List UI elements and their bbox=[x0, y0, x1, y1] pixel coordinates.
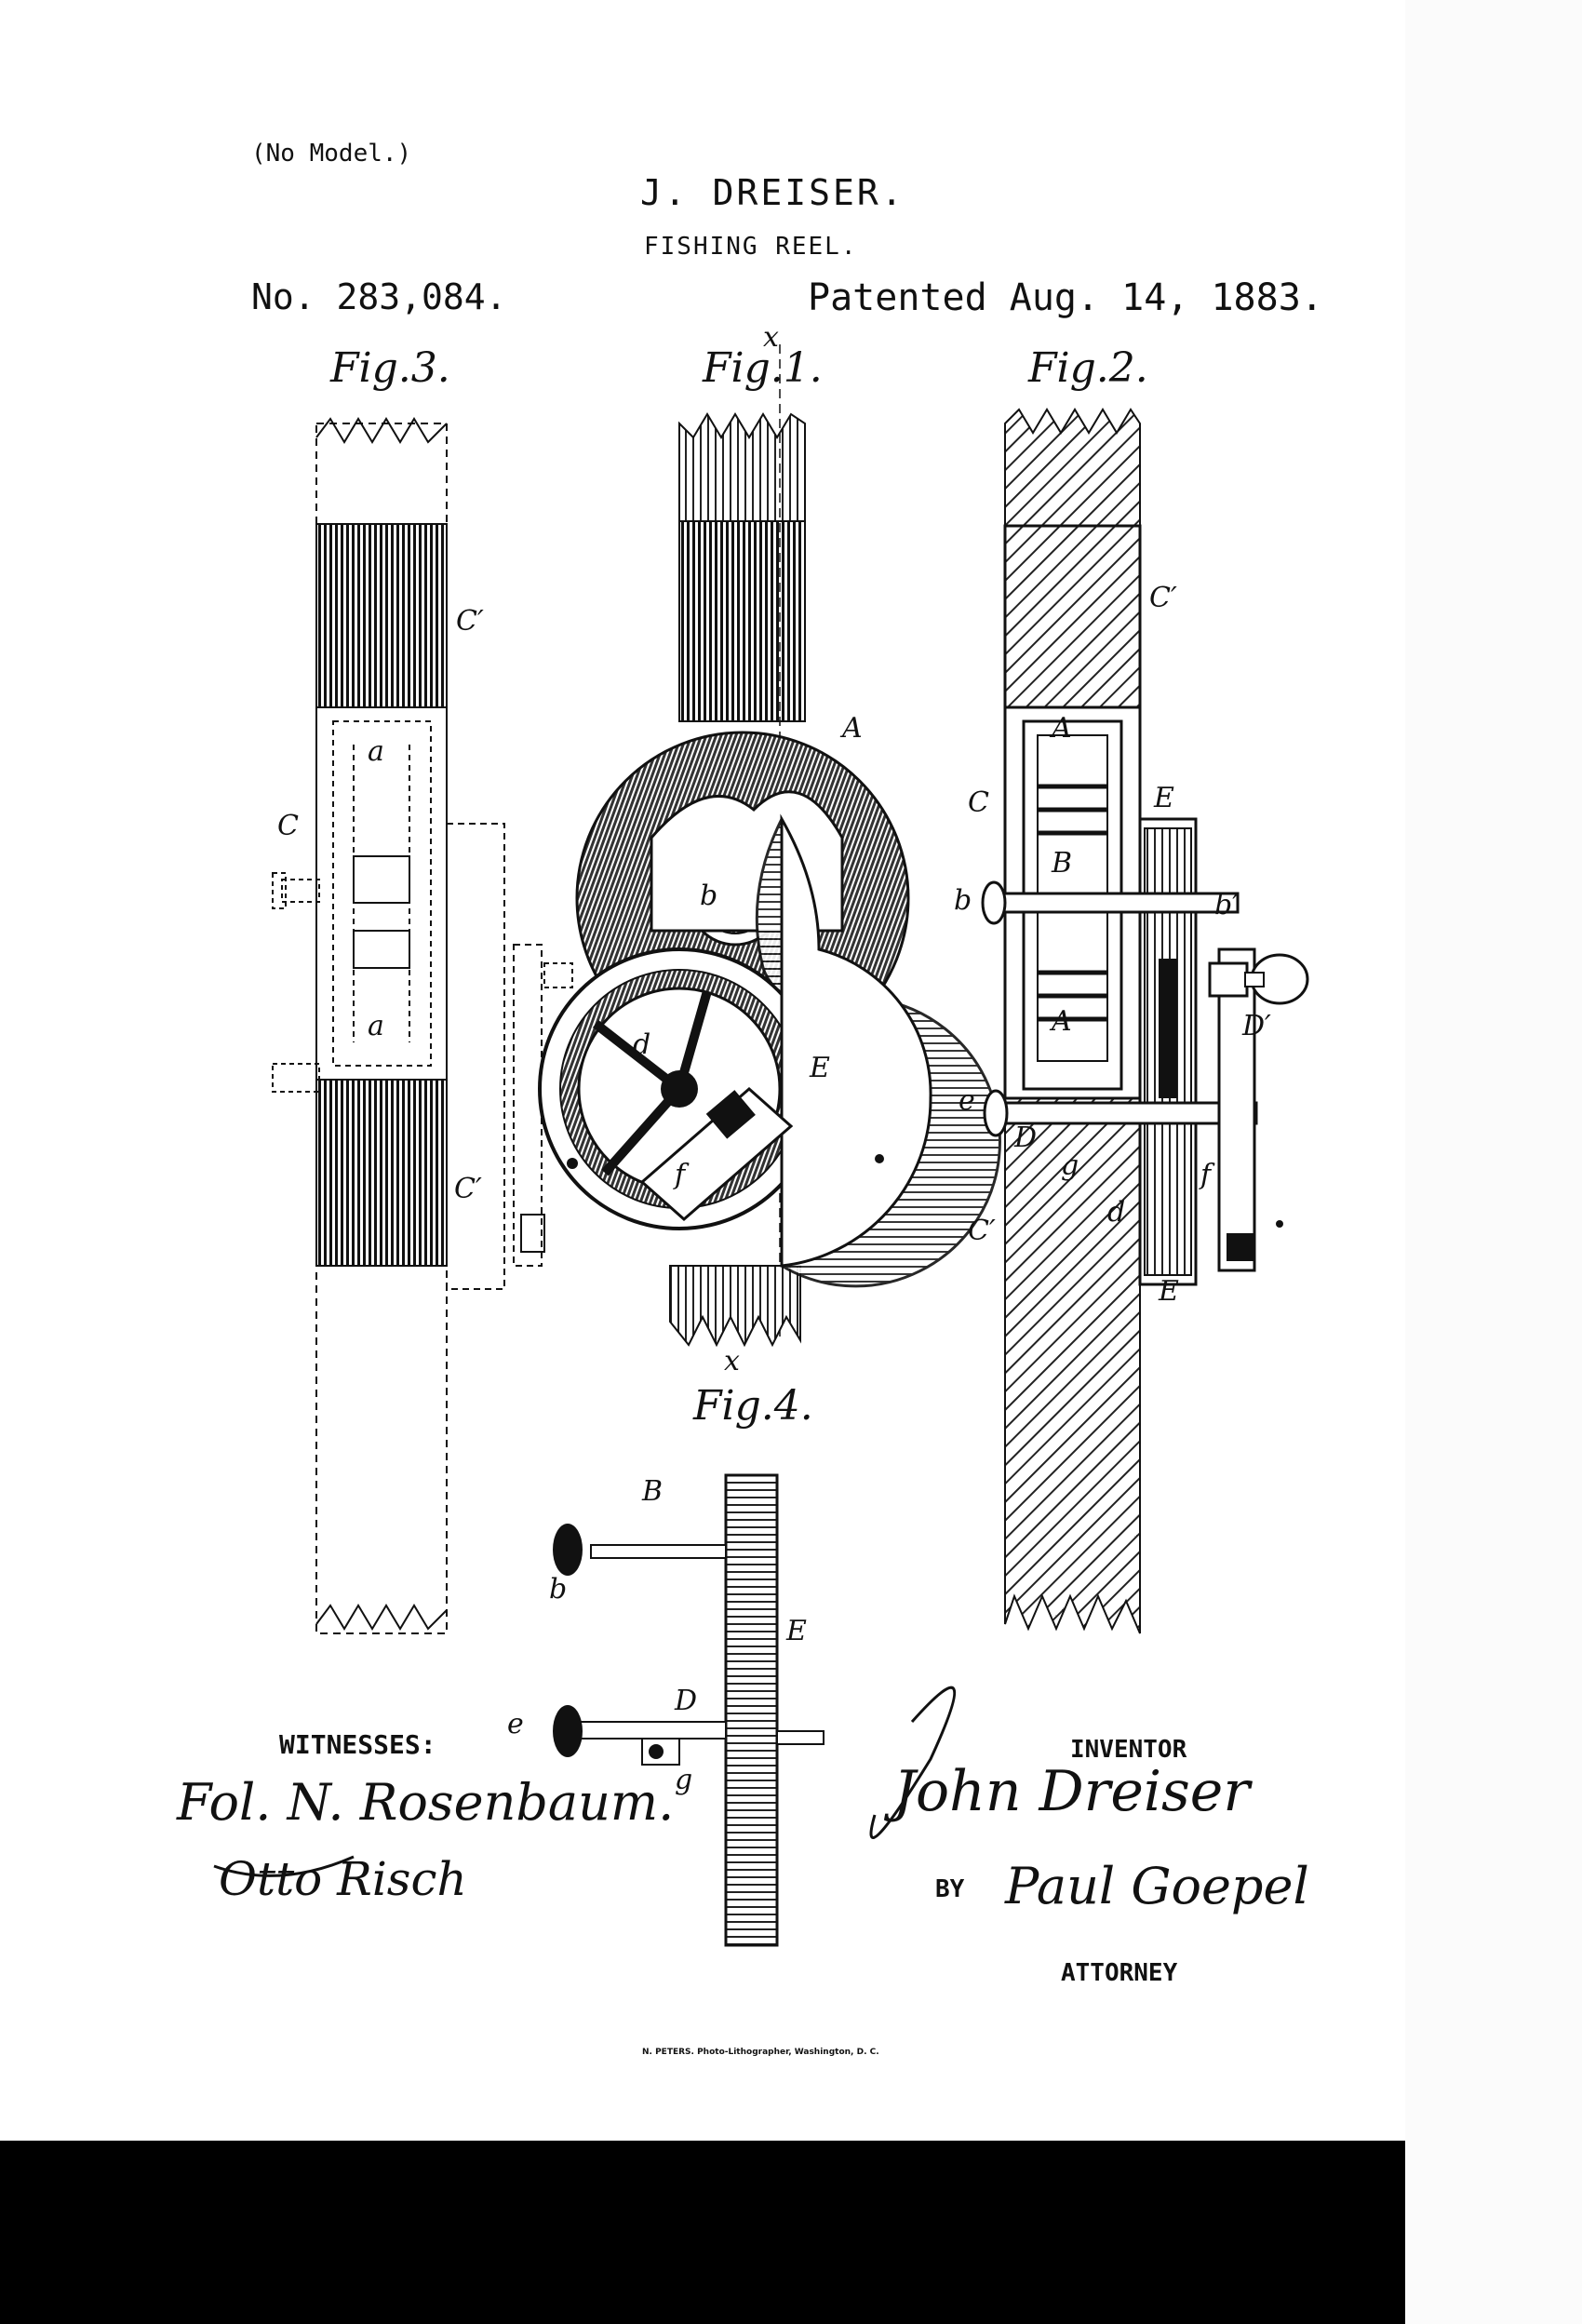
part-fig2-g: g bbox=[1061, 1149, 1079, 1182]
part-fig3-c-prime-bottom: C′ bbox=[454, 1173, 482, 1205]
part-fig1-a: A bbox=[842, 712, 863, 745]
patent-title: FISHING REEL. bbox=[644, 233, 858, 261]
part-fig1-b: b bbox=[700, 880, 718, 912]
witnesses-label: WITNESSES: bbox=[279, 1729, 436, 1760]
part-fig3-c-prime-top: C′ bbox=[456, 605, 484, 638]
fig-4-label: Fig.4. bbox=[693, 1382, 813, 1430]
fig-3-label: Fig.3. bbox=[330, 344, 450, 392]
part-fig4-b-upper: B bbox=[642, 1475, 664, 1508]
fig-1-label: Fig.1. bbox=[703, 344, 823, 392]
part-fig4-g: g bbox=[675, 1764, 693, 1796]
model-note: (No Model.) bbox=[251, 140, 412, 168]
part-fig2-f: f bbox=[1200, 1159, 1212, 1191]
inventor-name: J. DREISER. bbox=[640, 172, 905, 213]
figure-3-drawing bbox=[272, 417, 573, 1634]
witness-signature-2: Otto Risch bbox=[219, 1852, 467, 1906]
part-fig2-b-prime: b′ bbox=[1214, 889, 1240, 921]
part-x-top: x bbox=[763, 321, 779, 354]
part-fig2-a-top: A bbox=[1052, 712, 1072, 745]
part-fig2-d-small: D bbox=[1014, 1122, 1038, 1154]
patent-number: No. 283,084. bbox=[251, 276, 507, 317]
part-fig4-e-left: e bbox=[507, 1708, 524, 1740]
attorney-signature: Paul Goepel bbox=[1005, 1857, 1309, 1915]
inventor-label: INVENTOR bbox=[1070, 1736, 1187, 1764]
patent-date: Patented Aug. 14, 1883. bbox=[808, 276, 1323, 319]
part-fig2-d-lower: d bbox=[1107, 1196, 1126, 1229]
inventor-signature: John Dreiser bbox=[893, 1759, 1250, 1824]
by-label: BY bbox=[935, 1875, 965, 1903]
part-fig3-a-bottom: a bbox=[368, 1010, 384, 1042]
scan-margin bbox=[1405, 0, 1582, 2324]
part-fig4-e-right: E bbox=[786, 1615, 807, 1647]
part-fig4-d: D bbox=[675, 1685, 698, 1717]
part-fig2-a-bottom: A bbox=[1052, 1005, 1072, 1038]
part-fig1-f: f bbox=[675, 1159, 686, 1191]
part-fig2-b-left: b bbox=[954, 884, 972, 917]
figure-4-drawing bbox=[553, 1473, 825, 1947]
scan-bottom-border bbox=[0, 2141, 1405, 2324]
part-fig3-a-top: a bbox=[368, 735, 384, 768]
part-fig1-d: d bbox=[633, 1028, 651, 1061]
part-fig2-e-bottom: E bbox=[1159, 1275, 1179, 1308]
part-fig4-b-lower: b bbox=[549, 1573, 568, 1605]
attorney-label: ATTORNEY bbox=[1061, 1959, 1178, 1987]
figure-2-drawing bbox=[981, 408, 1309, 1634]
part-fig2-d-prime: D′ bbox=[1242, 1010, 1271, 1042]
witness-signature-1: Fol. N. Rosenbaum. bbox=[177, 1773, 675, 1832]
part-fig2-b-center: B bbox=[1052, 847, 1073, 880]
part-fig2-c-prime-bottom: C′ bbox=[968, 1215, 996, 1247]
part-fig2-e-left: e bbox=[959, 1084, 975, 1117]
fig-2-label: Fig.2. bbox=[1028, 344, 1148, 392]
lithographer-credit: N. PETERS. Photo-Lithographer, Washingto… bbox=[642, 2048, 879, 2057]
part-fig2-e-top: E bbox=[1154, 782, 1174, 814]
figure-1-drawing bbox=[538, 344, 1001, 1348]
part-fig3-c: C bbox=[277, 810, 299, 842]
part-fig2-c-prime-top: C′ bbox=[1149, 582, 1177, 614]
part-x-bottom: x bbox=[724, 1345, 740, 1377]
part-fig1-e: E bbox=[810, 1052, 830, 1084]
part-fig2-c: C bbox=[968, 786, 989, 819]
